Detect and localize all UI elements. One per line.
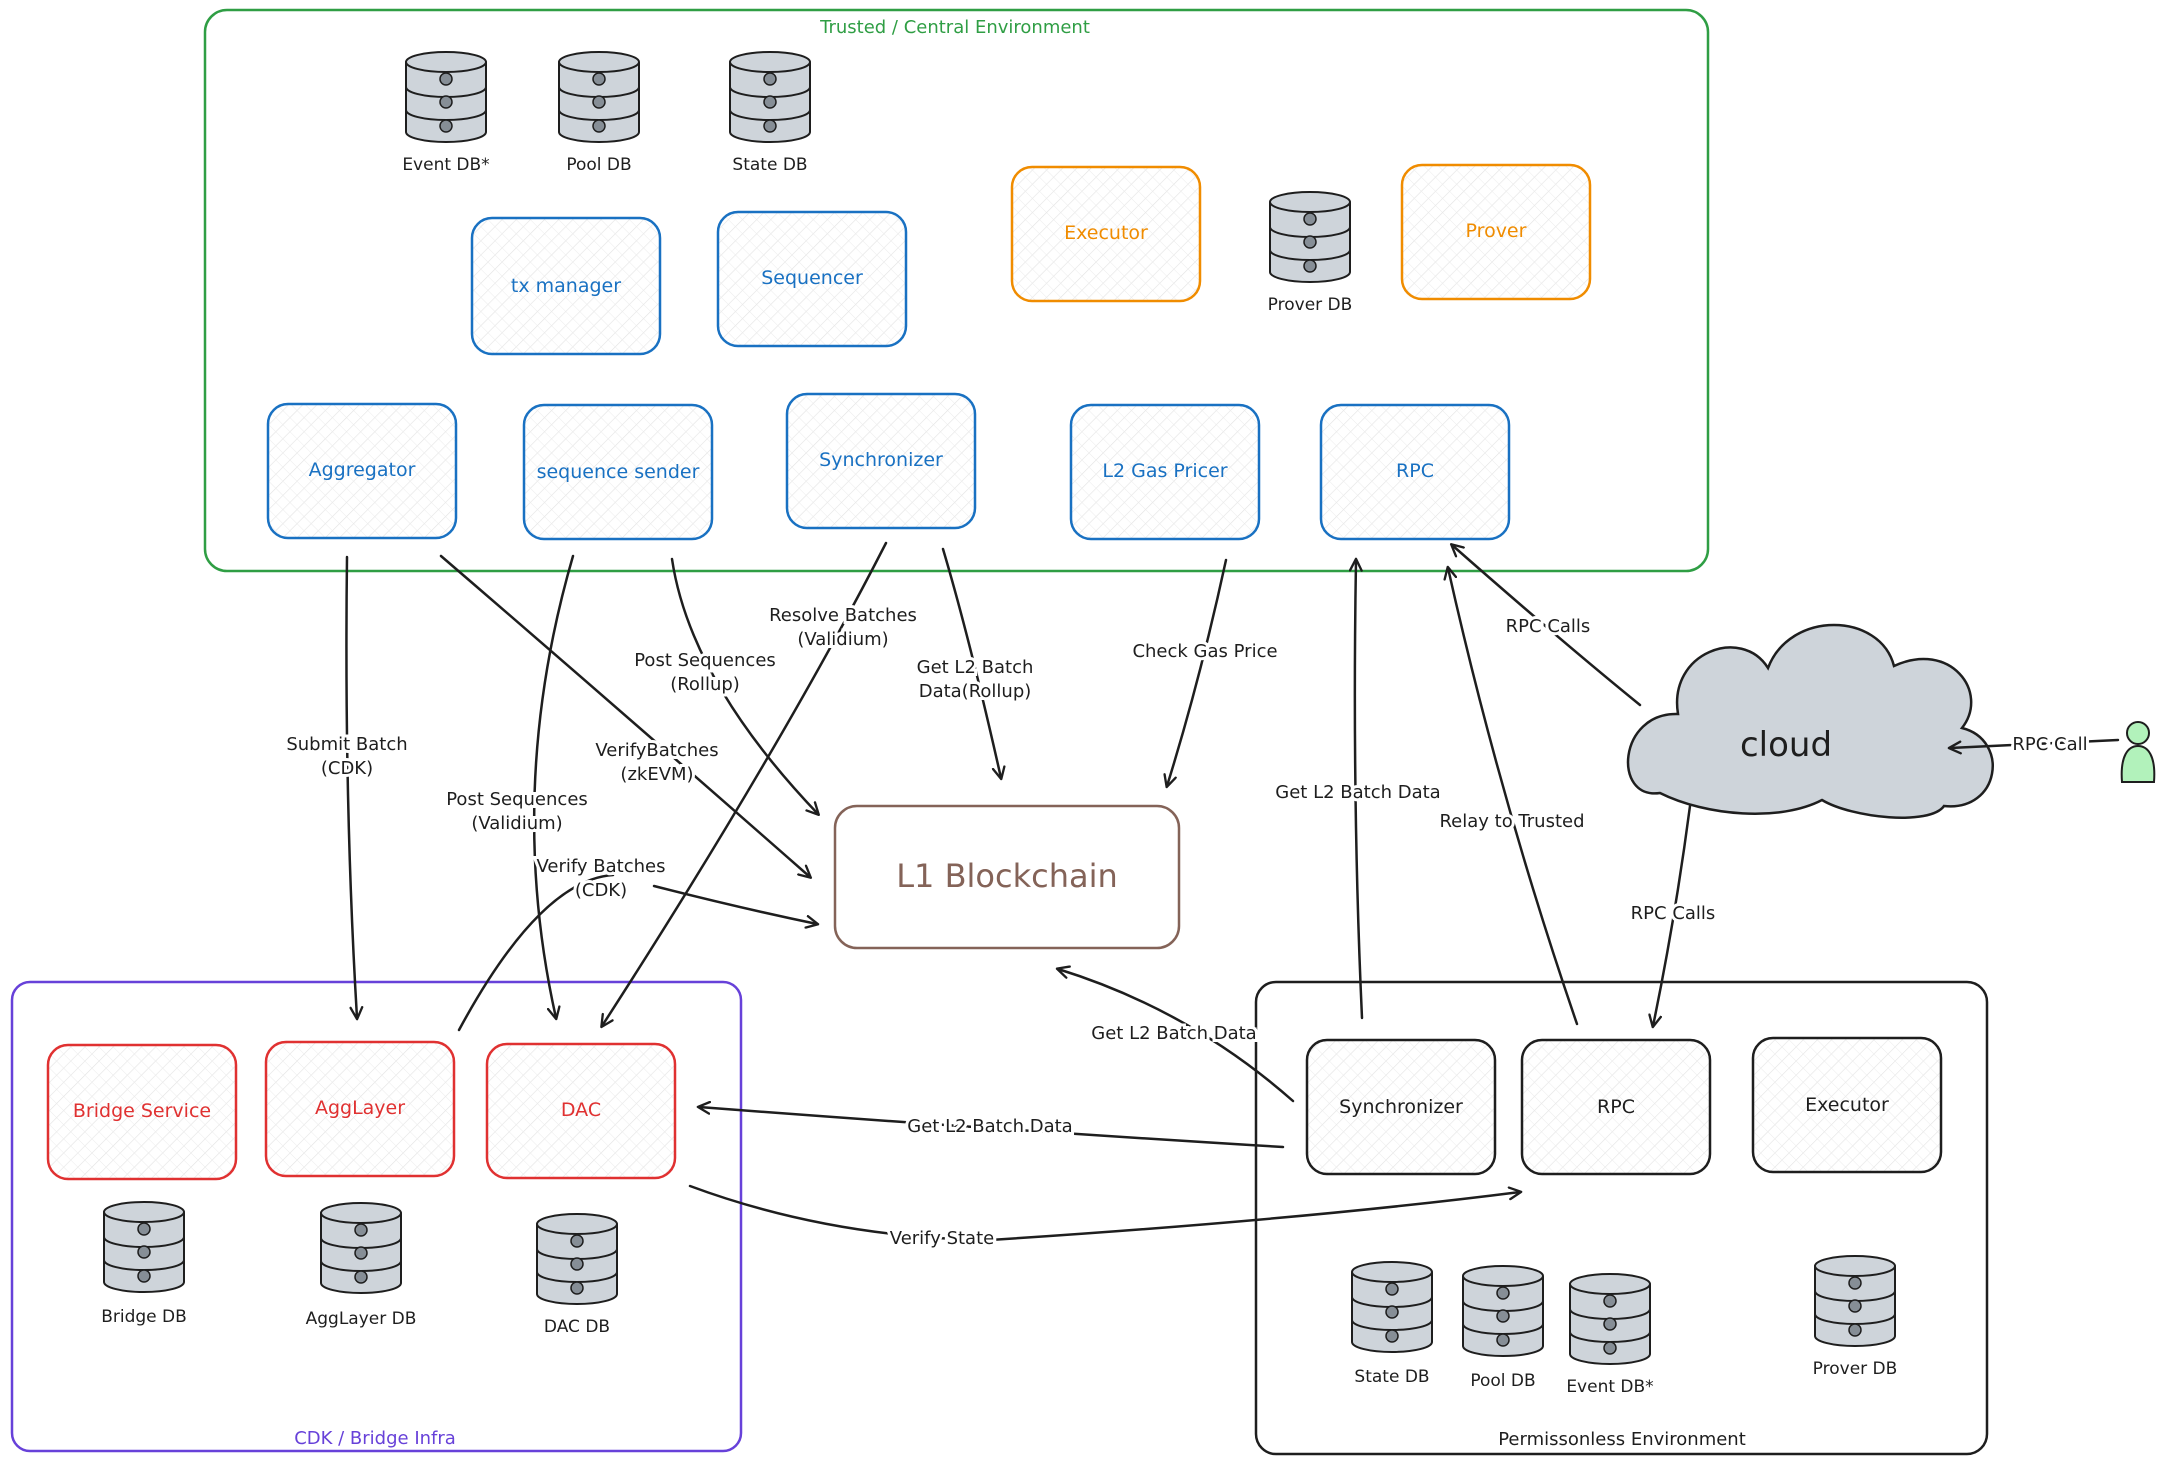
l1-blockchain-label: L1 Blockchain bbox=[896, 857, 1118, 895]
database-icon bbox=[405, 51, 487, 143]
dac-db-label: DAC DB bbox=[544, 1317, 610, 1337]
agglayer-box[interactable]: AggLayer bbox=[264, 1040, 456, 1178]
get-l2-batch-data-l1-arrow bbox=[1055, 965, 1295, 1103]
database-icon bbox=[729, 51, 811, 143]
trusted-region-label: Trusted / Central Environment bbox=[819, 17, 1090, 38]
database-icon bbox=[1351, 1261, 1433, 1353]
edge-label: Resolve Batches(Validium) bbox=[769, 605, 917, 650]
bridge-service-label: Bridge Service bbox=[73, 1100, 211, 1122]
perm-executor-label: Executor bbox=[1805, 1094, 1889, 1116]
edge-label: Check Gas Price bbox=[1132, 641, 1277, 662]
prover-db-label: Prover DB bbox=[1268, 295, 1353, 315]
cloud-label: cloud bbox=[1740, 725, 1832, 765]
synchronizer-label: Synchronizer bbox=[819, 449, 943, 471]
sequence-sender-box[interactable]: sequence sender bbox=[522, 403, 714, 541]
database-icon bbox=[558, 51, 640, 143]
edge-label: Get L2 Batch Data bbox=[907, 1116, 1072, 1137]
database-icon bbox=[320, 1202, 402, 1294]
l1-blockchain-box[interactable]: L1 Blockchain bbox=[833, 804, 1181, 950]
edge-label: Verify Batches(CDK) bbox=[537, 856, 666, 901]
rpc-call-user-arrow bbox=[1947, 738, 2120, 755]
perm-executor-box[interactable]: Executor bbox=[1751, 1036, 1943, 1174]
perm-rpc-label: RPC bbox=[1597, 1096, 1635, 1118]
l2-gas-pricer-box[interactable]: L2 Gas Pricer bbox=[1069, 403, 1261, 541]
user-icon bbox=[2120, 721, 2156, 783]
check-gas-price-arrow bbox=[1163, 558, 1228, 789]
dac-box[interactable]: DAC bbox=[485, 1042, 677, 1180]
event-db-label: Event DB* bbox=[402, 155, 489, 175]
edge-label: Verify State bbox=[890, 1228, 994, 1249]
tx-manager-label: tx manager bbox=[511, 275, 621, 297]
aggregator-box[interactable]: Aggregator bbox=[266, 402, 458, 540]
perm-synchronizer-label: Synchronizer bbox=[1339, 1096, 1463, 1118]
permissionless-region-label: Permissonless Environment bbox=[1498, 1429, 1746, 1450]
trusted-region: Trusted / Central Environment bbox=[203, 8, 1710, 573]
agglayer-label: AggLayer bbox=[315, 1097, 405, 1119]
sequence-sender-label: sequence sender bbox=[537, 461, 700, 483]
database-icon bbox=[1269, 191, 1351, 283]
edge-label: Post Sequences(Rollup) bbox=[634, 650, 776, 695]
edge-label: RPC Calls bbox=[1506, 616, 1591, 637]
perm-event-db-label: Event DB* bbox=[1566, 1377, 1653, 1397]
cloud-icon[interactable]: cloud bbox=[1626, 623, 1994, 819]
dac-label: DAC bbox=[561, 1099, 601, 1121]
synchronizer-box[interactable]: Synchronizer bbox=[785, 392, 977, 530]
get-l2-batch-rollup-arrow bbox=[941, 547, 1006, 781]
agglayer-db-label: AggLayer DB bbox=[306, 1309, 417, 1329]
cdk-region: CDK / Bridge Infra bbox=[10, 980, 743, 1453]
verify-batches-zkevm-arrow bbox=[439, 554, 813, 879]
aggregator-label: Aggregator bbox=[309, 459, 416, 481]
perm-prover-db-label: Prover DB bbox=[1813, 1359, 1898, 1379]
sequencer-box[interactable]: Sequencer bbox=[716, 210, 908, 348]
database-icon bbox=[1462, 1265, 1544, 1357]
edge-label: RPC Call bbox=[2012, 734, 2087, 755]
database-icon bbox=[103, 1201, 185, 1293]
rpc-label: RPC bbox=[1396, 460, 1434, 482]
edge-label: Submit Batch(CDK) bbox=[286, 734, 407, 779]
post-sequences-validium-arrow bbox=[532, 554, 575, 1021]
bridge-db-label: Bridge DB bbox=[101, 1307, 187, 1327]
relay-to-trusted-arrow bbox=[1443, 565, 1579, 1026]
rpc-calls-top-arrow bbox=[1449, 543, 1642, 707]
database-icon bbox=[1814, 1255, 1896, 1347]
sequencer-label: Sequencer bbox=[761, 267, 863, 289]
submit-batch-arrow bbox=[345, 555, 364, 1021]
resolve-batches-arrow bbox=[600, 541, 888, 1029]
edge-label: Get L2 Batch Data bbox=[1275, 782, 1440, 803]
executor-label: Executor bbox=[1064, 222, 1148, 244]
verify-batches-cdk-arrow bbox=[457, 873, 817, 1032]
prover-box[interactable]: Prover bbox=[1400, 163, 1592, 301]
verify-state-arrow bbox=[688, 1184, 1523, 1242]
perm-synchronizer-box[interactable]: Synchronizer bbox=[1305, 1038, 1497, 1176]
rpc-calls-down-arrow bbox=[1648, 804, 1692, 1029]
perm-rpc-box[interactable]: RPC bbox=[1520, 1038, 1712, 1176]
get-l2-batch-data-up-arrow bbox=[1348, 557, 1364, 1020]
pool-db-label: Pool DB bbox=[566, 155, 631, 175]
database-icon bbox=[1569, 1273, 1651, 1365]
edge-label: Post Sequences(Validium) bbox=[446, 789, 588, 834]
executor-box[interactable]: Executor bbox=[1010, 165, 1202, 303]
permissionless-region: Permissonless Environment bbox=[1254, 980, 1989, 1456]
tx-manager-box[interactable]: tx manager bbox=[470, 216, 662, 356]
state-db-label: State DB bbox=[732, 155, 807, 175]
rpc-box[interactable]: RPC bbox=[1319, 403, 1511, 541]
edge-label: Get L2 Batch Data bbox=[1091, 1023, 1256, 1044]
post-sequences-rollup-arrow bbox=[670, 557, 820, 817]
cdk-region-label: CDK / Bridge Infra bbox=[294, 1428, 456, 1449]
get-l2-batch-data-dac-arrow bbox=[696, 1100, 1285, 1149]
edge-label: VerifyBatches(zkEVM) bbox=[595, 740, 718, 785]
perm-state-db-label: State DB bbox=[1354, 1367, 1429, 1387]
perm-pool-db-label: Pool DB bbox=[1470, 1371, 1535, 1391]
l2-gas-pricer-label: L2 Gas Pricer bbox=[1102, 460, 1227, 482]
bridge-service-box[interactable]: Bridge Service bbox=[46, 1043, 238, 1181]
prover-label: Prover bbox=[1466, 220, 1527, 242]
edge-label: Relay to Trusted bbox=[1439, 811, 1584, 832]
edge-label: RPC Calls bbox=[1631, 903, 1716, 924]
database-icon bbox=[536, 1213, 618, 1305]
